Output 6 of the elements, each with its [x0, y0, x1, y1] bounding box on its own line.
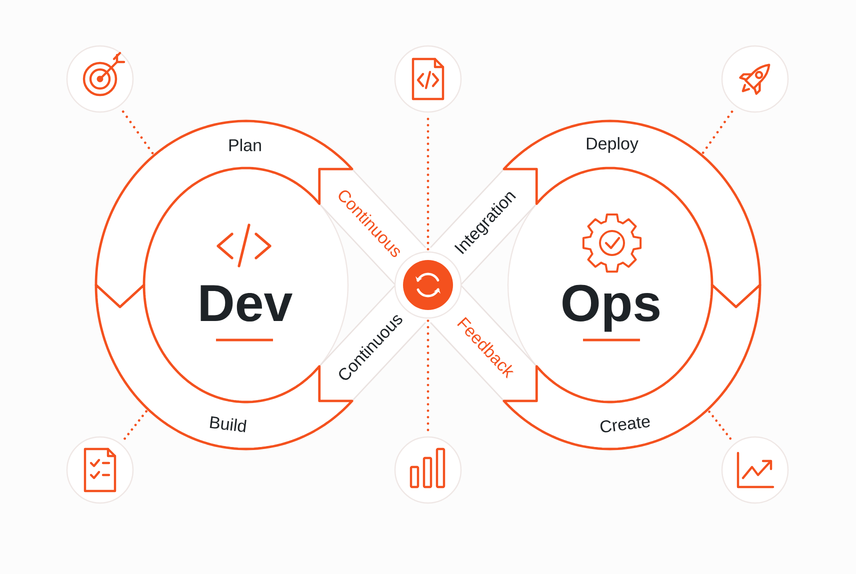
dotted-line: [426, 318, 430, 432]
dotted-line: [122, 110, 154, 155]
dotted-line: [426, 118, 430, 252]
dotted-line: [708, 410, 732, 440]
dotted-line: [124, 410, 148, 440]
dotted-line: [701, 110, 734, 155]
